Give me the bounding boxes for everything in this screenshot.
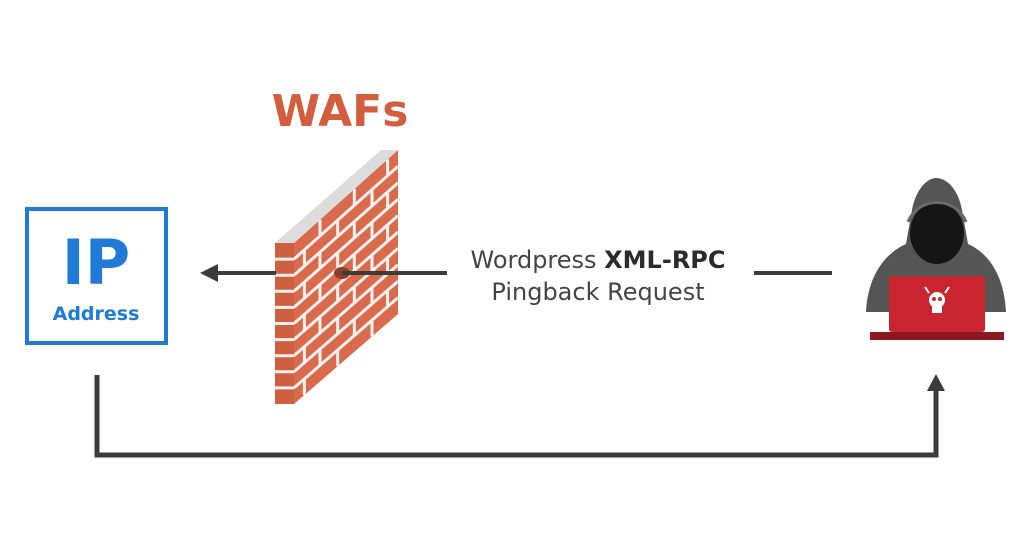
request-label-line2: Pingback Request — [491, 278, 704, 306]
mortar-course — [293, 263, 399, 357]
mortar-course — [293, 214, 399, 309]
mortar-course — [293, 280, 399, 373]
request-arrow — [200, 264, 832, 282]
mortar-course — [293, 165, 399, 261]
address-label: Address — [53, 303, 140, 325]
ip-address-box: IP Address — [25, 207, 168, 345]
mortar-course — [293, 198, 399, 293]
arrow-head-left — [200, 264, 218, 282]
waf-title: WAFs — [272, 86, 409, 137]
hacker-face — [910, 202, 964, 264]
laptop-icon — [870, 276, 1004, 340]
request-label-normal: Wordpress — [471, 246, 605, 274]
wall-top — [275, 150, 398, 243]
request-label-bold: XML-RPC — [604, 246, 725, 274]
return-arrow — [94, 374, 945, 458]
mortar-course — [293, 296, 399, 390]
arrow-head-up — [927, 374, 945, 391]
skull-icon — [924, 286, 950, 313]
mortar-course — [293, 247, 399, 341]
mortar-course — [293, 181, 399, 277]
request-label-line1: Wordpress XML-RPC — [471, 246, 726, 274]
ip-label: IP — [62, 226, 131, 299]
laptop-base — [870, 332, 1004, 340]
hood-rim — [906, 201, 968, 223]
